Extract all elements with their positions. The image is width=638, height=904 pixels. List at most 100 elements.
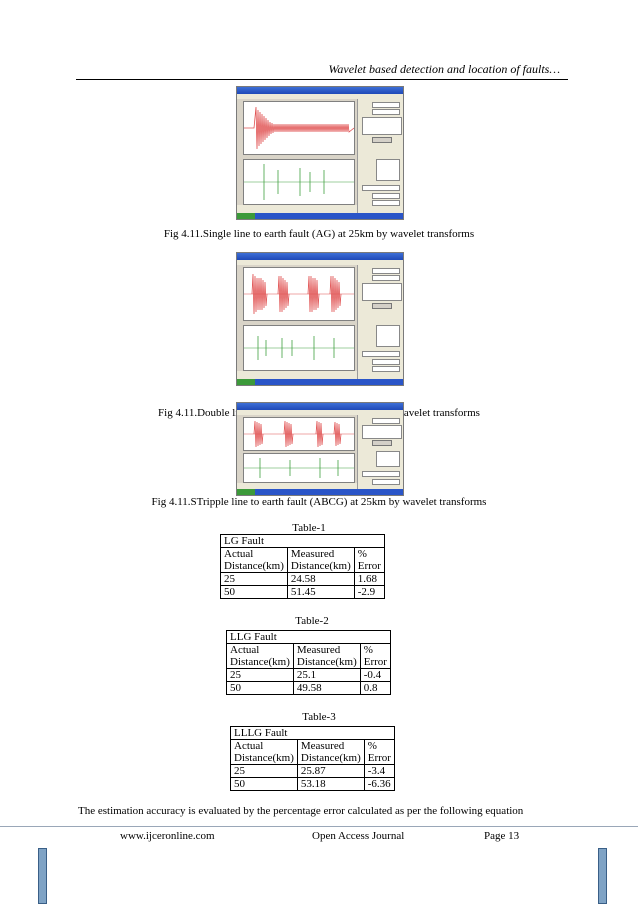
table-row: 25 25.1 -0.4 — [226, 668, 391, 682]
upper-signal-trace — [244, 106, 355, 150]
table-cell: 25.87 — [296, 764, 365, 778]
upper-signal-trace — [244, 273, 354, 315]
table-row: 25 24.58 1.68 — [220, 572, 385, 586]
header-cell: Error — [359, 656, 391, 669]
right-decorative-bar — [598, 848, 607, 904]
table-cell: 0.8 — [359, 681, 391, 695]
table-3-group: LLLG Fault — [230, 726, 395, 740]
upper-signal-plot — [243, 417, 355, 451]
lower-signal-plot — [243, 325, 355, 371]
panel-field — [372, 268, 400, 274]
figure-3-caption: Fig 4.11.STripple line to earth fault (A… — [151, 496, 487, 508]
table-2-group: LLG Fault — [226, 630, 391, 644]
start-button — [237, 213, 255, 219]
window-titlebar — [237, 403, 403, 410]
panel-field — [372, 193, 400, 199]
table-row: 50 53.18 -6.36 — [230, 777, 395, 791]
toolbar-row — [237, 371, 357, 379]
lower-signal-plot — [243, 159, 355, 205]
left-decorative-bar — [38, 848, 47, 904]
control-panel — [357, 99, 403, 213]
lower-signal-trace — [244, 164, 354, 200]
lower-signal-trace — [244, 336, 354, 360]
table-row: 50 51.45 -2.9 — [220, 585, 385, 599]
lower-signal-trace — [244, 458, 354, 478]
control-panel — [357, 265, 403, 379]
start-button — [237, 379, 255, 385]
body-paragraph: The estimation accuracy is evaluated by … — [78, 805, 524, 817]
header-cell: Actual — [220, 547, 288, 560]
header-cell: Error — [363, 752, 395, 765]
header-rule — [76, 79, 568, 80]
header-cell: Distance(km) — [230, 752, 298, 765]
footer-rule — [0, 826, 638, 827]
table-cell: 25.1 — [292, 668, 361, 682]
header-cell: Distance(km) — [220, 560, 288, 573]
table-cell: 50 — [230, 777, 298, 791]
panel-group — [376, 325, 400, 347]
taskbar — [237, 213, 403, 219]
table-cell: 1.68 — [353, 572, 385, 586]
panel-button — [372, 303, 392, 309]
table-cell: 51.45 — [286, 585, 355, 599]
upper-signal-plot — [243, 267, 355, 321]
table-cell: 53.18 — [296, 777, 365, 791]
table-3: LLLG Fault Actual Measured % Distance(km… — [230, 726, 395, 791]
figure-3-screenshot — [236, 402, 404, 496]
lower-signal-plot — [243, 453, 355, 483]
taskbar — [237, 379, 403, 385]
table-cell: -6.36 — [363, 777, 395, 791]
table-cell: 50 — [226, 681, 294, 695]
table-row: 50 49.58 0.8 — [226, 681, 391, 695]
panel-button — [372, 137, 392, 143]
table-cell: 25 — [230, 764, 298, 778]
start-button — [237, 489, 255, 495]
panel-group — [376, 451, 400, 467]
header-cell: % — [359, 643, 391, 656]
window-menubar — [237, 410, 403, 415]
header-cell: Distance(km) — [292, 656, 361, 669]
table-cell: 49.58 — [292, 681, 361, 695]
panel-group — [362, 283, 402, 301]
header-cell: % — [353, 547, 385, 560]
table-3-title: Table-3 — [302, 711, 336, 723]
table-1-group: LG Fault — [220, 534, 385, 548]
window-menubar — [237, 260, 403, 265]
window-titlebar — [237, 87, 403, 94]
panel-field — [372, 109, 400, 115]
table-2: LLG Fault Actual Measured % Distance(km)… — [226, 630, 391, 695]
running-header: Wavelet based detection and location of … — [328, 62, 560, 76]
footer-journal: Open Access Journal — [312, 830, 405, 842]
window-titlebar — [237, 253, 403, 260]
panel-group — [362, 425, 402, 439]
table-cell: 25 — [220, 572, 288, 586]
footer-page-number: Page 13 — [484, 830, 520, 842]
table-1-title: Table-1 — [292, 522, 326, 534]
header-cell: Actual — [226, 643, 294, 656]
header-cell: Actual — [230, 739, 298, 752]
table-cell: 25 — [226, 668, 294, 682]
header-cell: Measured — [286, 547, 355, 560]
panel-group — [376, 159, 400, 181]
table-cell: 24.58 — [286, 572, 355, 586]
panel-field — [362, 471, 400, 477]
panel-group — [362, 117, 402, 135]
figure-1-screenshot — [236, 86, 404, 220]
panel-field — [372, 102, 400, 108]
footer-website-link[interactable]: www.ijceronline.com — [120, 830, 215, 842]
table-cell: -3.4 — [363, 764, 395, 778]
figure-2-screenshot — [236, 252, 404, 386]
table-2-title: Table-2 — [295, 615, 329, 627]
panel-field — [372, 479, 400, 485]
toolbar-row — [237, 483, 357, 489]
panel-field — [372, 359, 400, 365]
control-panel — [357, 415, 403, 489]
table-row: 25 25.87 -3.4 — [230, 764, 395, 778]
panel-field — [372, 275, 400, 281]
header-cell: Distance(km) — [226, 656, 294, 669]
panel-field — [362, 351, 400, 357]
upper-signal-plot — [243, 101, 355, 155]
header-cell: Measured — [292, 643, 361, 656]
table-cell: -2.9 — [353, 585, 385, 599]
panel-field — [372, 366, 400, 372]
